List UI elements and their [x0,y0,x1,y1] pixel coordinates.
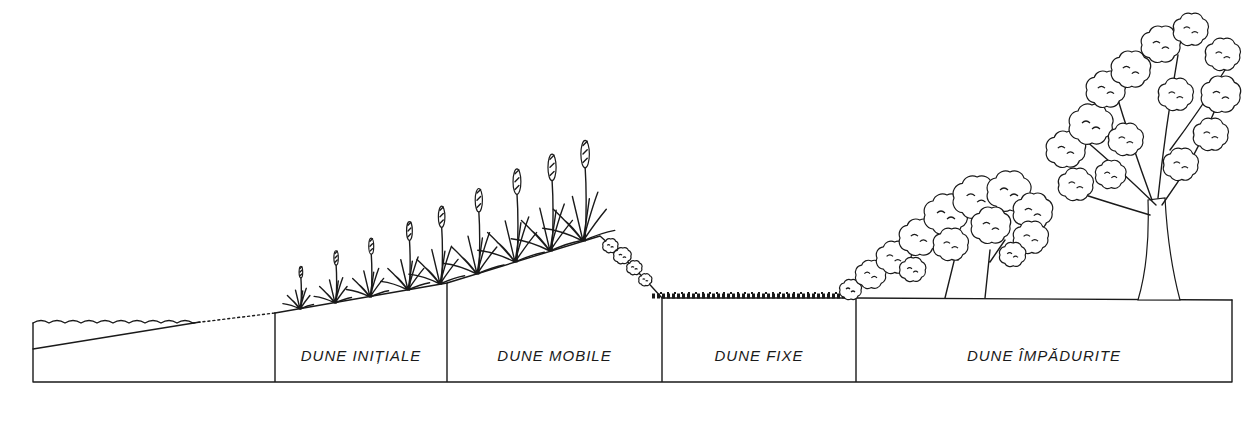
dune-zone: DUNE INIȚIALE [275,335,447,375]
ground-cover [652,293,850,296]
lee-plants [603,239,652,286]
dune-zone: DUNE ÎMPĂDURITE [856,335,1232,375]
zone-frame [33,283,1232,382]
zone-label: DUNE FIXE [714,347,803,364]
tree [1046,13,1241,300]
dune-grass [283,140,615,309]
beach-line [193,313,275,323]
shrubs [840,171,1053,300]
zone-label: DUNE INIȚIALE [301,347,422,364]
dune-zone: DUNE MOBILE [447,335,662,375]
sea-surface [33,321,193,324]
dune-zone: DUNE FIXE [662,335,856,375]
sea-floor [33,322,200,349]
zone-label: DUNE MOBILE [497,347,611,364]
zone-label: DUNE ÎMPĂDURITE [967,347,1121,364]
